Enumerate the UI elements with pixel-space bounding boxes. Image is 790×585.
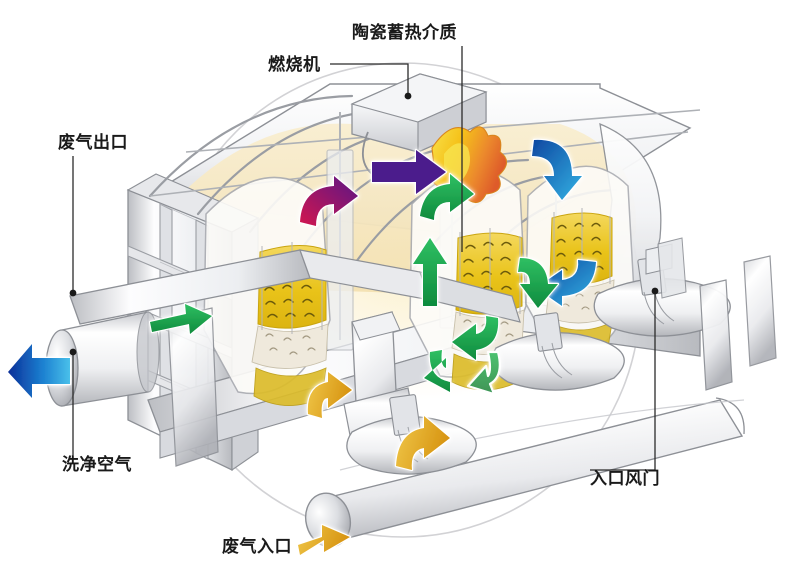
arrow-blue-bottom	[534, 258, 598, 308]
arrow-outlet	[6, 342, 72, 400]
label-leaders	[72, 46, 656, 471]
label-exhaust-outlet: 废气出口	[58, 132, 128, 153]
outlet-duct	[45, 249, 521, 467]
inlet-damper-dot	[651, 287, 659, 295]
arrow-magenta	[298, 174, 360, 228]
labels: 燃烧机 陶瓷蓄热介质 废气出口 洗净空气 废气入口 入口风门	[58, 22, 660, 557]
arrow-bed-left-up	[306, 370, 354, 420]
arrow-purple-main	[370, 148, 448, 196]
burner-dot	[404, 92, 412, 100]
right-standpipes	[657, 237, 777, 391]
arrow-green-bottom	[450, 314, 500, 362]
arrow-green-duct	[148, 302, 214, 336]
arrow-blue-top	[530, 138, 584, 202]
label-burner: 燃烧机	[268, 54, 321, 75]
damper-2	[491, 312, 625, 391]
flow-arrows	[6, 138, 598, 557]
regenerator-bed-mid	[409, 169, 527, 391]
label-clean-air: 洗净空气	[62, 454, 132, 475]
arrow-green-right-1	[516, 256, 560, 310]
inlet-damper-leader	[590, 291, 656, 471]
clean-air-dot	[69, 348, 77, 356]
burner-leader	[330, 63, 409, 96]
label-exhaust-inlet: 废气入口	[222, 536, 292, 557]
label-inlet-damper: 入口风门	[590, 468, 660, 489]
arrow-green-riser	[411, 236, 449, 308]
arrow-green-far-right	[466, 350, 501, 396]
exhaust-outlet-dot	[69, 289, 77, 297]
arrow-inlet-pipe	[296, 523, 352, 557]
label-ceramic-media: 陶瓷蓄热介质	[352, 22, 457, 43]
leader-dots	[69, 92, 659, 356]
arrow-green-lower-left	[422, 348, 452, 394]
arrow-inlet-riser	[394, 414, 452, 472]
